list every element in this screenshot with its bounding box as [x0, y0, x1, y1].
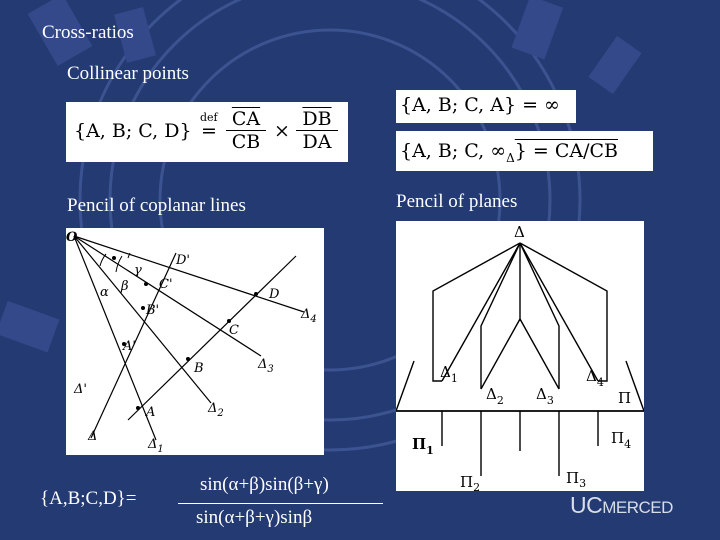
plane-delta2 — [480, 242, 521, 389]
label-beta: β — [120, 279, 129, 294]
section-coplanar-lines: Pencil of coplanar lines — [67, 195, 246, 216]
definition-equals: = — [201, 120, 217, 142]
label-alpha: α — [100, 285, 109, 300]
pencil-of-planes-figure: Δ Δ1 Δ2 Δ3 Δ4 Π Π1 Π4 Π2 Π3 — [396, 221, 644, 491]
denominator-cb: CB — [231, 131, 261, 153]
definition-def: def — [200, 111, 218, 124]
infinity-case-text: {A, B; C, A} = ∞ — [400, 94, 560, 116]
formula-lhs: {A,B;C,D}= — [40, 488, 137, 509]
label-delta2: Δ2 — [207, 401, 224, 419]
line-delta1 — [73, 235, 157, 441]
planes-label-delta3: Δ3 — [536, 385, 554, 407]
planes-label-pi4: Π4 — [611, 429, 631, 451]
label-D: D — [268, 287, 280, 302]
line-delta3 — [73, 235, 262, 357]
label-Cprime: C' — [159, 277, 173, 292]
vanishing-point-equation: {A, B; C, ∞Δ} = CA/CB — [396, 131, 653, 171]
label-delta1: Δ1 — [147, 437, 164, 455]
label-delta3: Δ3 — [257, 357, 274, 375]
label-Bprime: B' — [145, 303, 159, 318]
numerator-db: DB — [296, 108, 338, 131]
formula-fraction-bar — [178, 503, 383, 504]
planes-label-pi2: Π2 — [460, 473, 480, 491]
plane-pi-front — [480, 318, 560, 390]
planes-label-pi1: Π1 — [412, 435, 434, 457]
line-delta2 — [73, 235, 212, 404]
planes-label-delta: Δ — [514, 223, 525, 241]
line-delta — [90, 252, 177, 439]
formula-denominator: sin(α+β+γ)sinβ — [196, 507, 313, 528]
label-delta: Δ — [87, 429, 97, 444]
uc-merced-logo: UCMERCED — [570, 492, 673, 518]
label-C: C — [229, 323, 239, 338]
cross-ratio-definition: {A, B; C, D} def = CA CB × DB DA — [66, 102, 348, 162]
numerator-ca: CA — [226, 108, 266, 131]
label-B: B — [193, 361, 204, 376]
planes-label-pi3: Π3 — [566, 469, 586, 490]
planes-label-delta4: Δ4 — [586, 367, 604, 389]
plane-delta1 — [432, 242, 521, 382]
label-O: O — [66, 230, 78, 245]
label-delta4: Δ4 — [300, 307, 317, 325]
line-deltaprime — [127, 255, 297, 421]
plane-pi-lower — [441, 411, 599, 476]
fraction-ca-cb: CA CB — [226, 108, 266, 153]
label-deltaprime: Δ' — [73, 382, 87, 397]
label-A: A — [145, 405, 155, 420]
slide-title: Cross-ratios — [42, 22, 134, 43]
plane-delta3 — [519, 242, 560, 389]
plane-delta4 — [519, 242, 608, 382]
vanishing-rhs: } = CA/CB — [514, 140, 618, 162]
formula-numerator: sin(α+β)sin(β+γ) — [200, 474, 329, 495]
planes-label-pi: Π — [618, 389, 631, 407]
section-collinear-points: Collinear points — [67, 63, 189, 84]
coplanar-lines-figure: O D' C' B' A' D C B A α β γ Δ Δ1 Δ2 Δ3 Δ… — [66, 228, 324, 455]
label-Dprime: D' — [175, 253, 190, 268]
vanishing-subscript: Δ — [506, 150, 515, 165]
definition-lhs: {A, B; C, D} — [74, 120, 192, 142]
times-sign: × — [274, 120, 290, 142]
infinity-case-equation: {A, B; C, A} = ∞ — [396, 90, 576, 123]
planes-label-delta2: Δ2 — [486, 385, 504, 407]
label-gamma: γ — [134, 263, 142, 278]
line-delta4 — [73, 235, 305, 313]
fraction-db-da: DB DA — [296, 108, 338, 153]
denominator-da: DA — [302, 131, 332, 153]
label-Aprime: A' — [122, 339, 136, 354]
section-pencil-planes: Pencil of planes — [396, 191, 518, 212]
vanishing-lhs: {A, B; C, ∞Δ} = CA/CB — [400, 140, 618, 165]
planes-label-delta1: Δ1 — [440, 363, 458, 385]
plane-pi-upper — [441, 242, 599, 382]
